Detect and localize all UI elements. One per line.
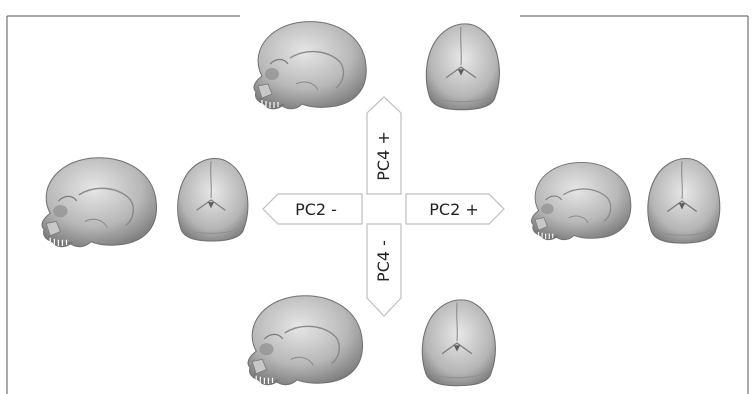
pc4-minus-arrow: PC4 - — [366, 223, 402, 317]
pc4-minus-group — [247, 295, 496, 387]
skull-lateral-icon — [530, 161, 632, 241]
pc2-minus-arrow: PC2 - — [262, 193, 363, 225]
pc4-plus-arrow: PC4 + — [366, 96, 402, 195]
pc4-minus-label: PC4 - — [374, 240, 393, 282]
skull-lateral-icon — [41, 157, 158, 248]
skull-posterior-icon — [421, 299, 496, 387]
pc2-plus-label: PC2 + — [429, 200, 479, 219]
pc2-plus-arrow: PC2 + — [405, 193, 505, 225]
skull-posterior-icon — [177, 157, 249, 242]
skull-lateral-icon — [247, 295, 364, 386]
pc2-plus-group — [530, 157, 721, 244]
pc4-plus-label: PC4 + — [374, 131, 393, 181]
skull-posterior-icon — [647, 157, 721, 244]
skull-lateral-icon — [253, 20, 367, 110]
pc2-minus-group — [41, 157, 249, 248]
pc4-plus-group — [253, 20, 500, 111]
pc2-minus-label: PC2 - — [295, 200, 337, 219]
skull-posterior-icon — [425, 23, 500, 111]
